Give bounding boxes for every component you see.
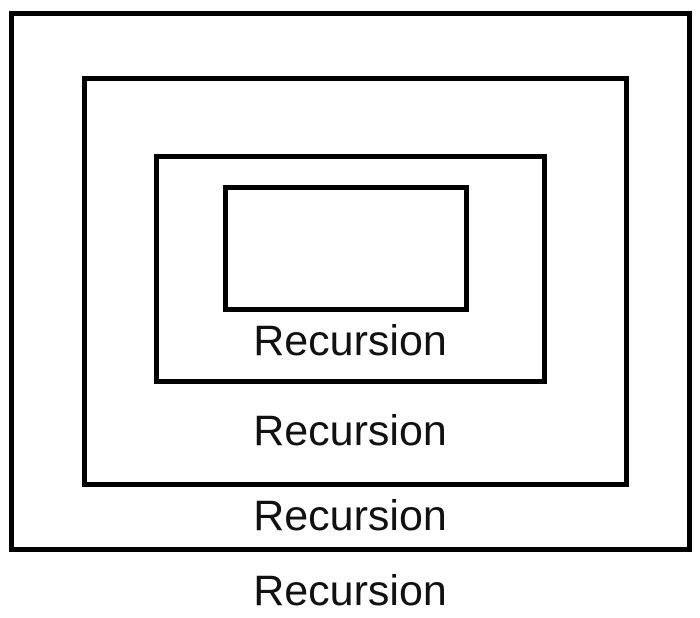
recursion-label-level-3: Recursion bbox=[253, 407, 447, 455]
innermost-frame bbox=[223, 185, 469, 312]
recursion-label-level-2: Recursion bbox=[253, 492, 447, 540]
third-frame bbox=[154, 154, 547, 384]
second-frame bbox=[82, 76, 629, 487]
recursion-label-level-4: Recursion bbox=[253, 317, 447, 365]
recursion-label-level-1: Recursion bbox=[253, 567, 447, 615]
outermost-frame bbox=[9, 11, 692, 552]
